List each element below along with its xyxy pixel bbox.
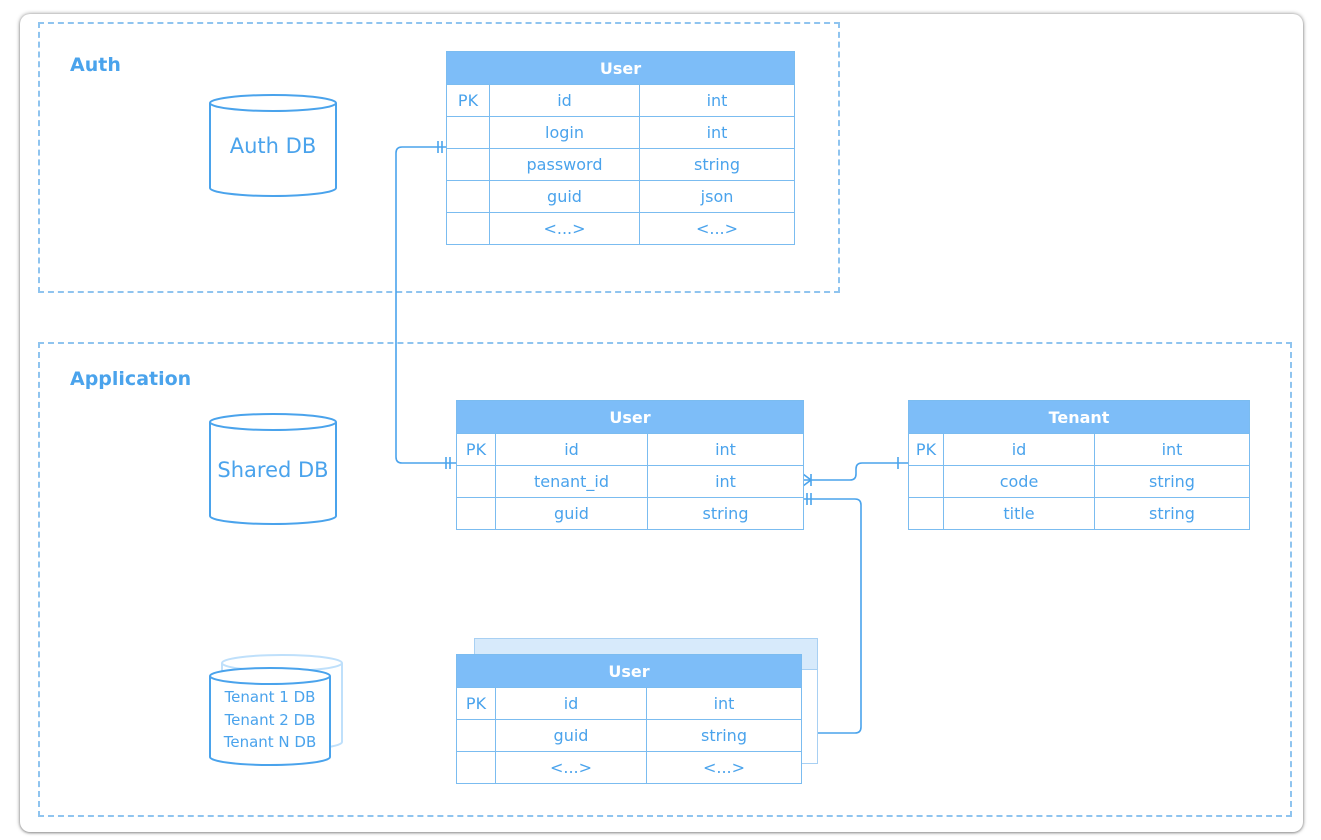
column-type-cell: string (638, 148, 796, 181)
column-name-cell: guid (495, 719, 647, 752)
table-row[interactable]: PK id int (908, 433, 1250, 466)
shared-db-cylinder (209, 413, 337, 525)
key-cell (446, 148, 490, 181)
shared-user-table[interactable]: User PK id int tenant_id int guid string (455, 400, 805, 530)
key-cell (908, 465, 944, 498)
auth-db-label: Auth DB (229, 134, 317, 158)
application-group-label: Application (70, 368, 192, 390)
key-cell (908, 497, 944, 530)
column-name-cell: id (495, 687, 647, 720)
column-type-cell: <...> (645, 751, 803, 784)
key-cell (446, 212, 490, 245)
shared-user-table-title: User (455, 400, 805, 434)
table-row[interactable]: tenant_id int (456, 465, 805, 498)
shared-db-label: Shared DB (217, 458, 329, 482)
tenant-db-labels: Tenant 1 DB Tenant 2 DB Tenant N DB (210, 686, 330, 754)
column-type-cell: json (638, 180, 796, 213)
column-name-cell: <...> (495, 751, 647, 784)
auth-user-table[interactable]: User PK id int login int password string… (445, 51, 796, 245)
column-name-cell: login (489, 116, 640, 149)
column-name-cell: id (495, 433, 648, 466)
column-type-cell: int (646, 465, 805, 498)
tenant-db-cylinder-front (209, 667, 331, 766)
tenant-user-table[interactable]: User PK id int guid string <...> <...> (455, 654, 803, 784)
key-cell (446, 180, 490, 213)
column-type-cell: int (1094, 433, 1250, 466)
key-cell: PK (908, 433, 944, 466)
column-name-cell: title (943, 497, 1095, 530)
table-row[interactable]: guid json (446, 180, 796, 213)
column-type-cell: string (1094, 465, 1250, 498)
table-row[interactable]: <...> <...> (456, 751, 803, 784)
column-type-cell: <...> (638, 212, 796, 245)
auth-group (38, 22, 840, 293)
table-row[interactable]: PK id int (456, 687, 803, 720)
column-name-cell: guid (495, 497, 648, 530)
column-name-cell: code (943, 465, 1095, 498)
key-cell: PK (456, 687, 496, 720)
key-cell (456, 751, 496, 784)
column-type-cell: string (1094, 497, 1250, 530)
table-row[interactable]: guid string (456, 497, 805, 530)
table-row[interactable]: login int (446, 116, 796, 149)
tenant-table-title: Tenant (908, 400, 1250, 434)
column-type-cell: int (646, 433, 805, 466)
table-row[interactable]: title string (908, 497, 1250, 530)
key-cell (446, 116, 490, 149)
application-group (38, 342, 1292, 817)
tenant-user-table-title: User (455, 654, 803, 688)
column-name-cell: id (489, 84, 640, 117)
auth-group-label: Auth (70, 54, 121, 76)
table-row[interactable]: PK id int (456, 433, 805, 466)
key-cell: PK (446, 84, 490, 117)
column-type-cell: string (646, 497, 805, 530)
tenant-n-db-label: Tenant N DB (223, 733, 317, 751)
tenant-1-db-label: Tenant 1 DB (224, 688, 316, 706)
tenant-table[interactable]: Tenant PK id int code string title strin… (908, 400, 1250, 530)
key-cell (456, 465, 496, 498)
column-type-cell: int (638, 116, 796, 149)
column-name-cell: password (489, 148, 640, 181)
tenant-2-db-label: Tenant 2 DB (224, 710, 316, 729)
column-name-cell: <...> (489, 212, 640, 245)
column-name-cell: tenant_id (495, 465, 648, 498)
column-type-cell: int (645, 687, 803, 720)
auth-db-cylinder (209, 94, 337, 197)
user-tenant-relation (802, 457, 908, 487)
auth-shared-user-relation (395, 141, 456, 469)
auth-user-table-title: User (445, 51, 796, 85)
key-cell: PK (456, 433, 496, 466)
column-type-cell: string (645, 719, 803, 752)
key-cell (456, 497, 496, 530)
table-row[interactable]: guid string (456, 719, 803, 752)
column-type-cell: int (638, 84, 796, 117)
table-row[interactable]: password string (446, 148, 796, 181)
column-name-cell: id (943, 433, 1095, 466)
table-row[interactable]: PK id int (446, 84, 796, 117)
table-row[interactable]: code string (908, 465, 1250, 498)
table-row[interactable]: <...> <...> (446, 212, 796, 245)
column-name-cell: guid (489, 180, 640, 213)
key-cell (456, 719, 496, 752)
